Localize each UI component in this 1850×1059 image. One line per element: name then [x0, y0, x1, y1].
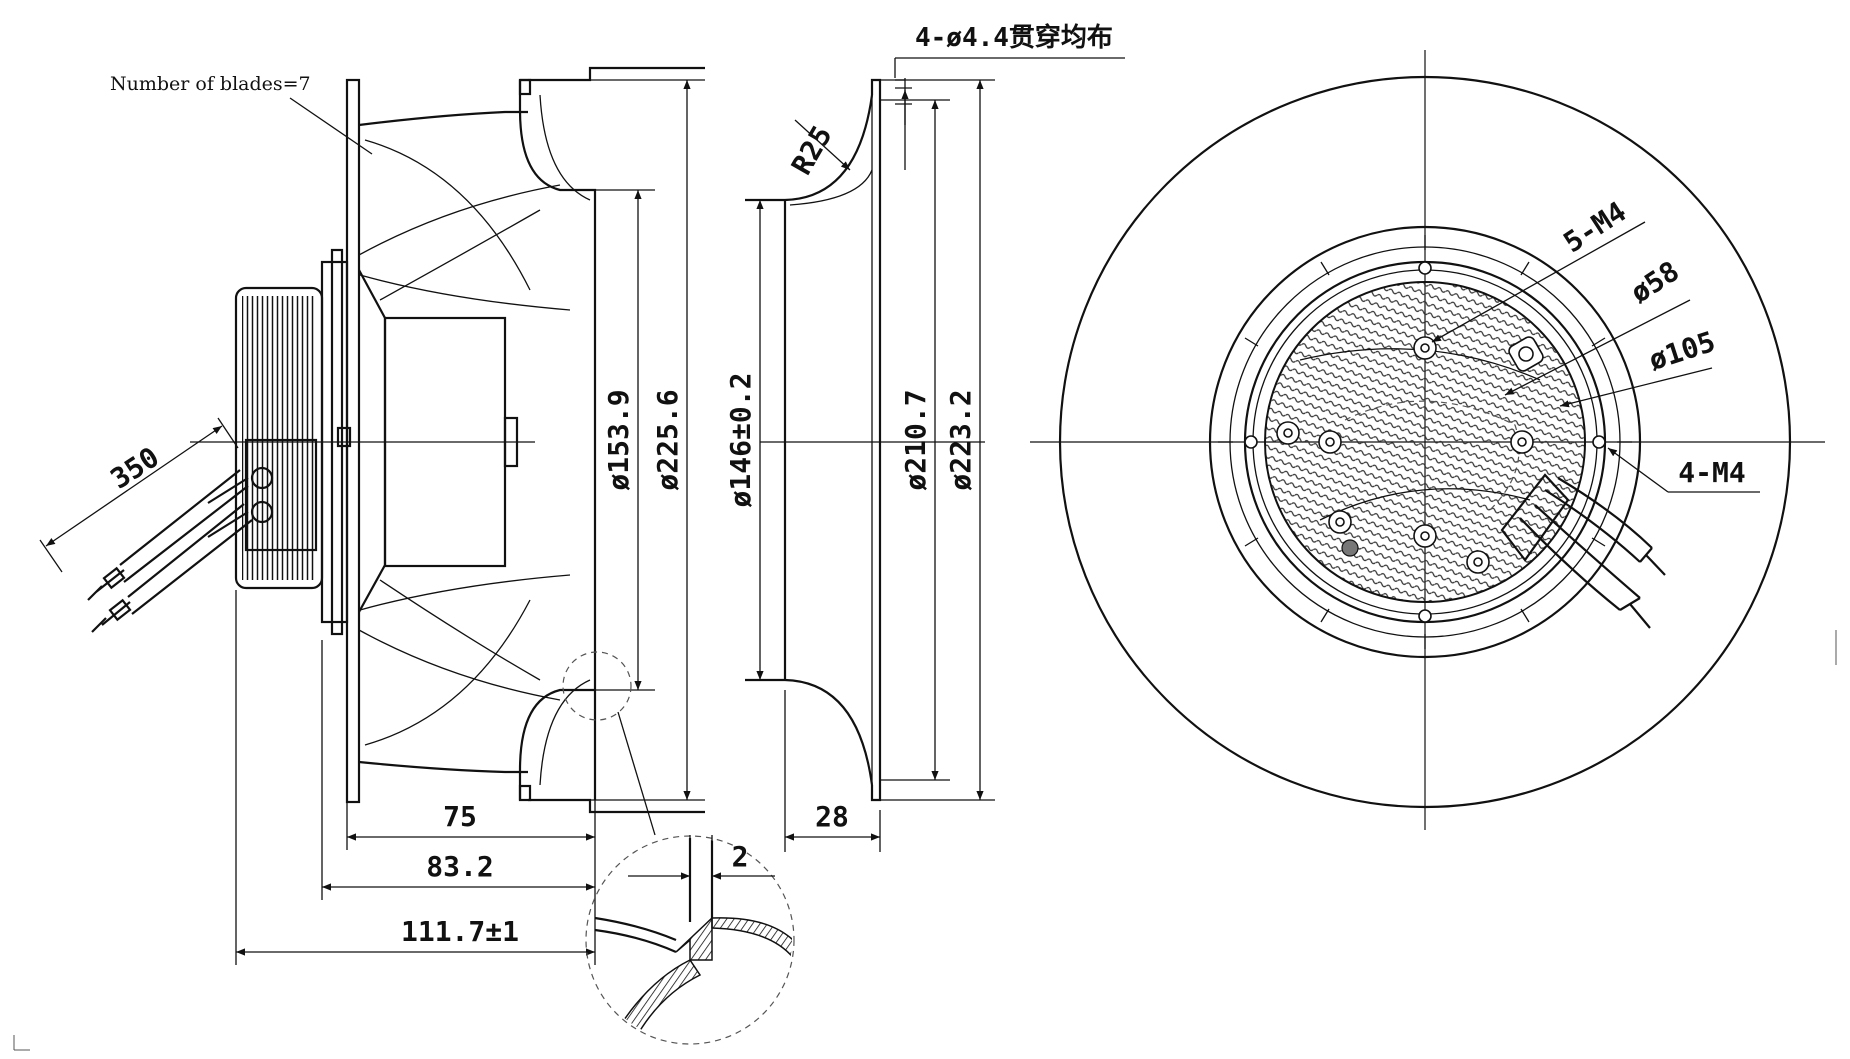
electronics-housing [234, 286, 324, 590]
dia-225-label: ø225.6 [651, 389, 684, 490]
inlet-dimensions: 4-ø4.4贯穿均布 R25 ø146±0.2 ø210.7 ø223.2 28 [724, 22, 1125, 852]
dia-58-label: ø58 [1625, 254, 1685, 309]
blade-top-edge [358, 110, 528, 127]
inlet-bottom-curve [745, 678, 874, 786]
dia-146-label: ø146±0.2 [724, 373, 757, 508]
inlet-top-curve [745, 94, 874, 202]
detail-gap-label: 2 [732, 840, 749, 873]
shroud-circle [1208, 225, 1642, 659]
front-cable-1 [1519, 517, 1621, 611]
backplate [345, 78, 361, 804]
rim-ticks [1218, 235, 1632, 649]
cable-upper [119, 469, 249, 583]
detail-marker-circle [562, 651, 632, 721]
dia-210-label: ø210.7 [899, 389, 932, 490]
shroud-outer [518, 80, 597, 800]
side-view [87, 66, 705, 814]
radius-label: R25 [785, 120, 839, 180]
dia-223-label: ø223.2 [944, 389, 977, 490]
dia-153-label: ø153.9 [602, 389, 635, 490]
side-dimensions: 350 75 83.2 111.7±1 ø153.9 ø225.6 Number… [39, 73, 705, 965]
inlet-ring-view [745, 78, 985, 802]
motor-plate [1264, 281, 1586, 603]
dim-83-label: 83.2 [426, 850, 493, 883]
front-cable-2 [1544, 489, 1641, 563]
holes-note: 4-ø4.4贯穿均布 [915, 22, 1113, 53]
outer-backplate-circle [1058, 75, 1792, 809]
frame-marks [13, 630, 1837, 1051]
dim-75-label: 75 [443, 800, 477, 833]
cable-length-label: 350 [105, 440, 165, 495]
cable-lower [127, 503, 253, 615]
front-view [1030, 50, 1825, 830]
thread-4-label: 4-M4 [1678, 456, 1745, 489]
blades-note: Number of blades=7 [110, 73, 311, 95]
depth-label: 28 [815, 800, 849, 833]
cable-gland [1500, 473, 1570, 562]
dim-111-label: 111.7±1 [401, 915, 519, 948]
